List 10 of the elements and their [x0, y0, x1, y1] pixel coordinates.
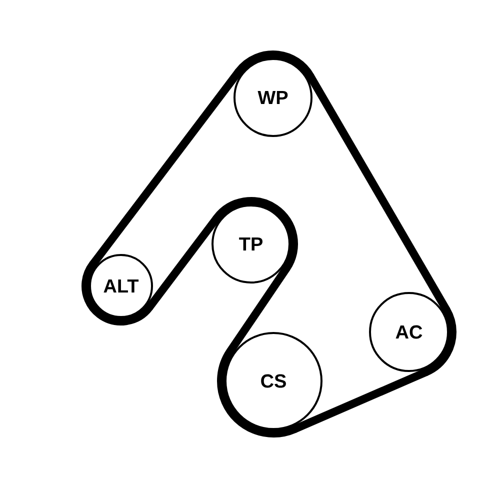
pulley: CS: [224, 332, 322, 430]
belt: [226, 266, 290, 354]
belt: [146, 216, 220, 310]
pulley: WP: [234, 58, 312, 137]
belt: [292, 368, 428, 433]
pulley: AC: [369, 292, 449, 372]
pulley: ALT: [89, 254, 153, 318]
belt: [90, 69, 242, 267]
belt: [306, 74, 450, 312]
pulley: TP: [212, 204, 290, 284]
